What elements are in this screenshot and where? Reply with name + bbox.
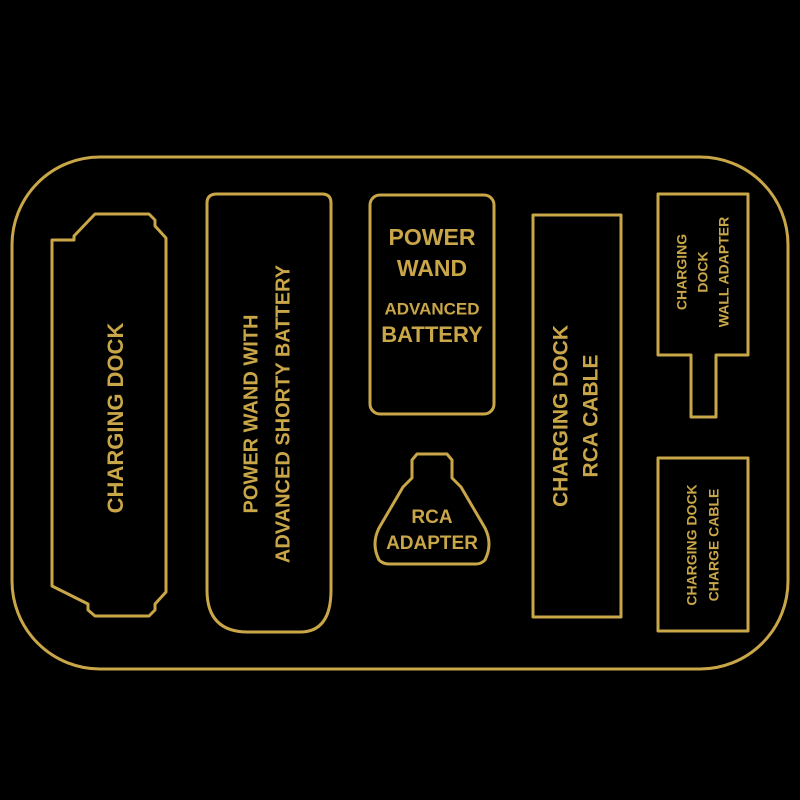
rca-adapter-label-line1: RCA [411, 507, 452, 528]
charge-cable-outline [656, 456, 750, 633]
rca-cable-label-line1: CHARGING DOCK [550, 325, 573, 507]
compartment-power-wand-shorty: POWER WAND WITH ADVANCED SHORTY BATTERY [205, 192, 333, 634]
rca-adapter-outline [373, 452, 491, 566]
power-wand-shorty-label-line1: POWER WAND WITH [240, 315, 262, 514]
compartment-rca-cable: CHARGING DOCK RCA CABLE [531, 213, 623, 619]
compartment-power-wand-battery: POWER WAND ADVANCED BATTERY [368, 193, 496, 416]
compartment-charging-dock: CHARGING DOCK [50, 212, 168, 618]
wall-adapter-label-line1: CHARGING [674, 234, 690, 310]
rca-adapter-label-line2: ADAPTER [386, 533, 478, 554]
power-wand-battery-label-line2: WAND [397, 255, 467, 281]
rca-cable-label-line2: RCA CABLE [580, 355, 603, 478]
charging-dock-label: CHARGING DOCK [103, 323, 128, 514]
wall-adapter-label-line3: WALL ADAPTER [716, 217, 732, 327]
charging-dock-outline [50, 212, 168, 618]
rca-cable-outline [531, 213, 623, 619]
power-wand-battery-label-line3: ADVANCED [384, 299, 479, 318]
power-wand-shorty-outline [205, 192, 333, 634]
wall-adapter-label-line2: DOCK [695, 251, 711, 292]
case-tray-outline [10, 155, 790, 671]
charge-cable-label-line2: CHARGE CABLE [706, 489, 722, 602]
compartment-charge-cable: CHARGING DOCK CHARGE CABLE [656, 456, 750, 633]
wall-adapter-outline [656, 192, 750, 419]
charge-cable-label-line1: CHARGING DOCK [684, 484, 700, 605]
power-wand-battery-outline [368, 193, 496, 416]
compartment-rca-adapter: RCA ADAPTER [373, 452, 491, 566]
compartment-wall-adapter: CHARGING DOCK WALL ADAPTER [656, 192, 750, 419]
power-wand-shorty-label-line2: ADVANCED SHORTY BATTERY [272, 264, 294, 563]
power-wand-battery-label-line4: BATTERY [381, 322, 483, 347]
power-wand-battery-label-line1: POWER [389, 224, 476, 250]
